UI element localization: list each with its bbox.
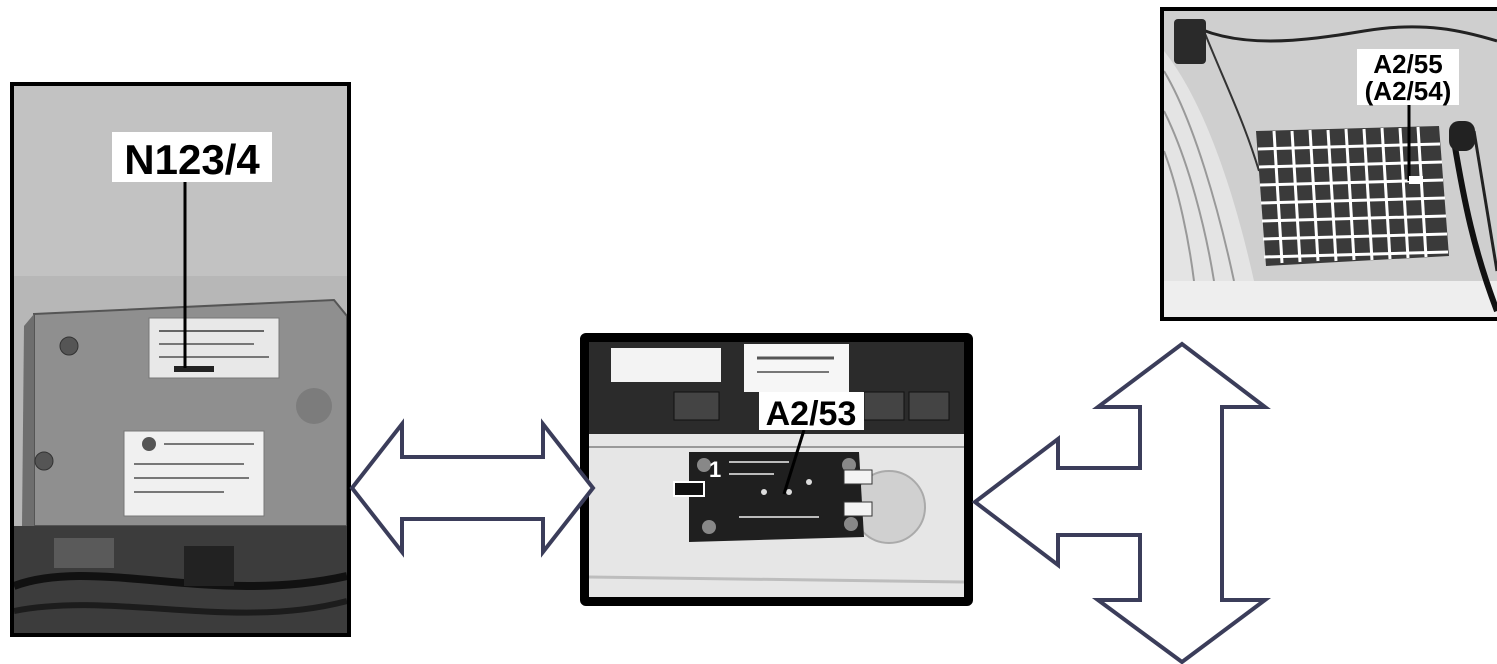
three-way-arrow-icon [975, 344, 1265, 662]
double-arrow-left-center-icon [352, 424, 593, 552]
